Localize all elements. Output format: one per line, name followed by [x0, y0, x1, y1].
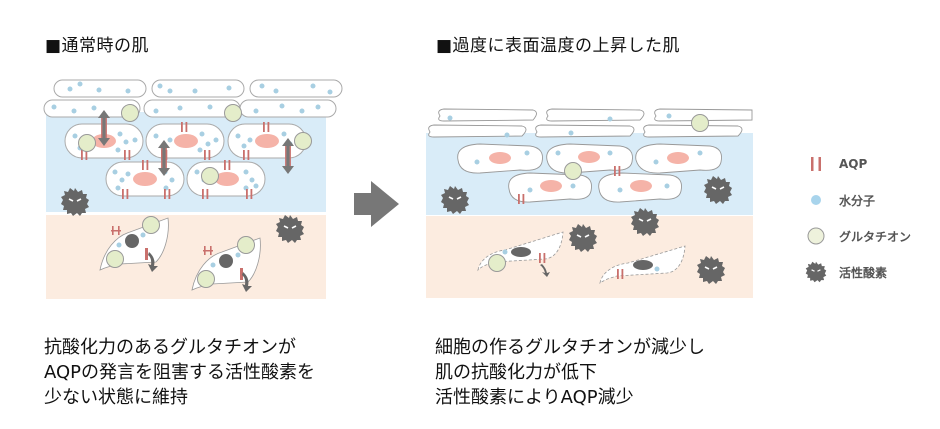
- legend-item-glutathione: グルタチオン: [805, 218, 911, 254]
- caption-line: 抗酸化力のあるグルタチオンが: [44, 337, 296, 358]
- legend-item-active-oxygen: 活性酸素: [805, 254, 911, 290]
- caption-line: 活性酸素によりAQP減少: [435, 387, 634, 408]
- water-molecule-icon: [811, 195, 821, 205]
- water-molecules: [51, 81, 333, 114]
- legend-item-water: 水分子: [805, 182, 911, 218]
- corneum-cells: [43, 79, 343, 118]
- caption-normal-skin: 抗酸化力のあるグルタチオンが AQPの発言を阻害する活性酸素を 少ない状態に維持: [44, 335, 315, 410]
- caption-heated-skin: 細胞の作るグルタチオンが減少し 肌の抗酸化力が低下 活性酸素によりAQP減少: [435, 335, 705, 410]
- legend-label: AQP: [839, 157, 868, 171]
- legend-label: 活性酸素: [839, 265, 888, 280]
- glutathione-molecules: [78, 104, 312, 185]
- aqp-icon: [811, 157, 821, 171]
- normal-skin-diagram: [43, 79, 343, 299]
- damaged-fibroblasts: [477, 231, 686, 284]
- water-molecules: [447, 113, 703, 193]
- nuclei: [489, 151, 689, 192]
- caption-line: 少ない状態に維持: [44, 387, 188, 408]
- legend: AQP 水分子 グルタチオン 活性酸素: [805, 146, 911, 290]
- water-molecules-cells: [72, 131, 293, 191]
- heated-skin-diagram: [426, 108, 753, 298]
- fibroblast-cells: [99, 216, 261, 292]
- transition-arrow: [354, 181, 399, 227]
- legend-label: グルタチオン: [839, 229, 912, 244]
- caption-line: 細胞の作るグルタチオンが減少し: [435, 337, 705, 358]
- heading-normal-skin: ■通常時の肌: [45, 36, 150, 56]
- legend-label: 水分子: [839, 193, 876, 208]
- legend-item-aqp: AQP: [805, 146, 911, 182]
- caption-line: 肌の抗酸化力が低下: [435, 362, 597, 383]
- glutathione-molecules: [564, 114, 709, 180]
- heading-heated-skin: ■過度に表面温度の上昇した肌: [436, 36, 681, 56]
- glutathione-icon: [807, 227, 825, 245]
- active-oxygen-icon: [805, 261, 827, 283]
- caption-line: AQPの発言を阻害する活性酸素を: [44, 362, 316, 383]
